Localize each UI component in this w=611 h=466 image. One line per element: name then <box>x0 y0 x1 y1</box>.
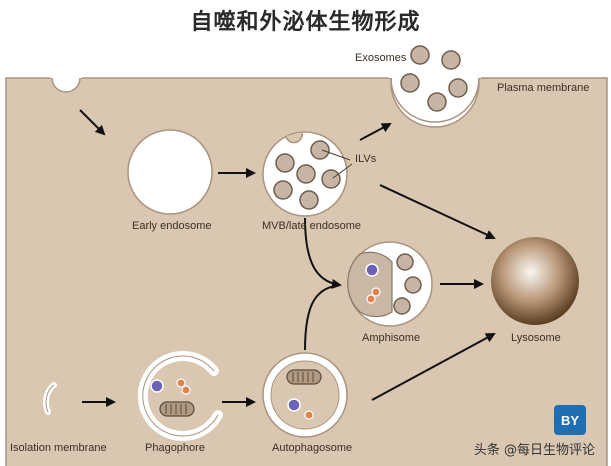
autophagosome <box>262 352 348 438</box>
label-mvb: MVB/late endosome <box>262 220 362 232</box>
arrow-mvb-to-exosomes <box>359 123 392 141</box>
label-lysosome: Lysosome <box>511 332 561 344</box>
label-phagophore: Phagophore <box>145 442 205 454</box>
diagram-title: 自噬和外泌体生物形成 <box>190 9 421 35</box>
early-endosome <box>127 129 213 215</box>
label-autophagosome: Autophagosome <box>272 442 353 454</box>
label-isolation-membrane: Isolation membrane <box>10 442 107 454</box>
pathway-arrows <box>79 109 496 407</box>
arrow-mvb-to-lysosome <box>379 184 496 240</box>
mvb-late-endosome <box>262 131 353 217</box>
watermark-badge: BY <box>554 405 586 435</box>
label-ilvs: ILVs <box>355 153 377 165</box>
amphisome <box>347 241 433 327</box>
arrow-autophagosome-to-lysosome <box>371 333 496 401</box>
arrow-autophagosome-to-amphisome <box>304 284 341 351</box>
label-early-endosome: Early endosome <box>132 220 212 232</box>
label-amphisome: Amphisome <box>362 332 421 344</box>
phagophore <box>137 351 223 442</box>
exosomes <box>400 45 468 112</box>
arrow-budding-to-early <box>79 109 106 136</box>
arrow-mvb-to-amphisome <box>304 217 342 289</box>
label-plasma-membrane: Plasma membrane <box>497 82 590 94</box>
watermark-text: 头条 @每日生物评论 <box>473 443 595 458</box>
label-exosomes: Exosomes <box>355 52 407 64</box>
lysosome <box>491 237 579 325</box>
